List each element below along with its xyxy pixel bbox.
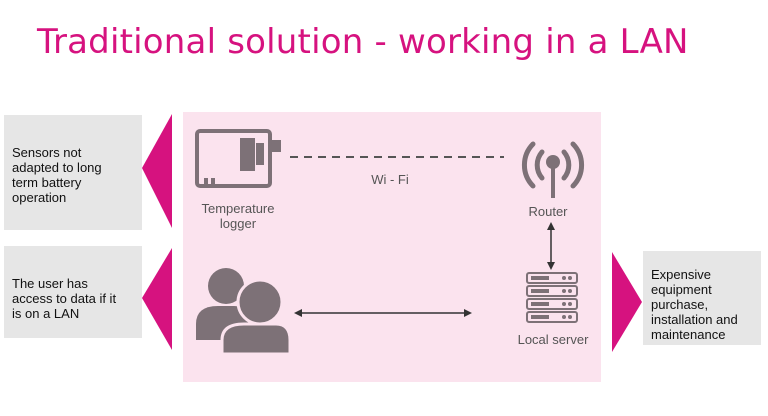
wifi-label: Wi - Fi: [371, 172, 409, 187]
antenna-icon: [521, 141, 585, 198]
router-label: Router: [528, 204, 568, 219]
note-battery: Sensors not adapted to long term battery…: [4, 115, 142, 230]
note-access: The user has access to data if it is on …: [4, 246, 142, 338]
note-cost-line: installation and: [651, 312, 738, 327]
users-icon: [196, 268, 292, 356]
sensor-board-icon: [195, 129, 281, 188]
note-cost-line: purchase,: [651, 297, 709, 312]
note-cost-line: equipment: [651, 282, 712, 297]
note-access-line: access to data if it: [12, 291, 117, 306]
note-battery-line: operation: [12, 190, 67, 205]
note-access-line: is on a LAN: [12, 306, 80, 321]
note-battery-line: Sensors not: [12, 145, 82, 160]
pointer-cost: [612, 252, 642, 352]
note-battery-line: term battery: [12, 175, 82, 190]
pointer-battery: [142, 114, 172, 228]
server-rack-icon: [526, 272, 578, 323]
note-cost-line: Expensive: [651, 267, 711, 282]
logger-label-line: Temperature: [201, 201, 275, 216]
users-server-link: [294, 309, 472, 317]
note-cost: Expensive equipment purchase, installati…: [643, 251, 761, 345]
logger-label: Temperature logger: [190, 201, 286, 231]
note-battery-line: adapted to long: [12, 160, 102, 175]
logger-label-line: logger: [219, 216, 257, 231]
pointer-access: [142, 248, 172, 350]
slide-title: Traditional solution - working in a LAN: [37, 22, 689, 62]
server-label: Local server: [517, 332, 589, 347]
wifi-link: [290, 156, 504, 158]
note-cost-line: maintenance: [651, 327, 726, 342]
note-access-line: The user has: [12, 276, 88, 291]
router-server-link: [547, 222, 555, 270]
